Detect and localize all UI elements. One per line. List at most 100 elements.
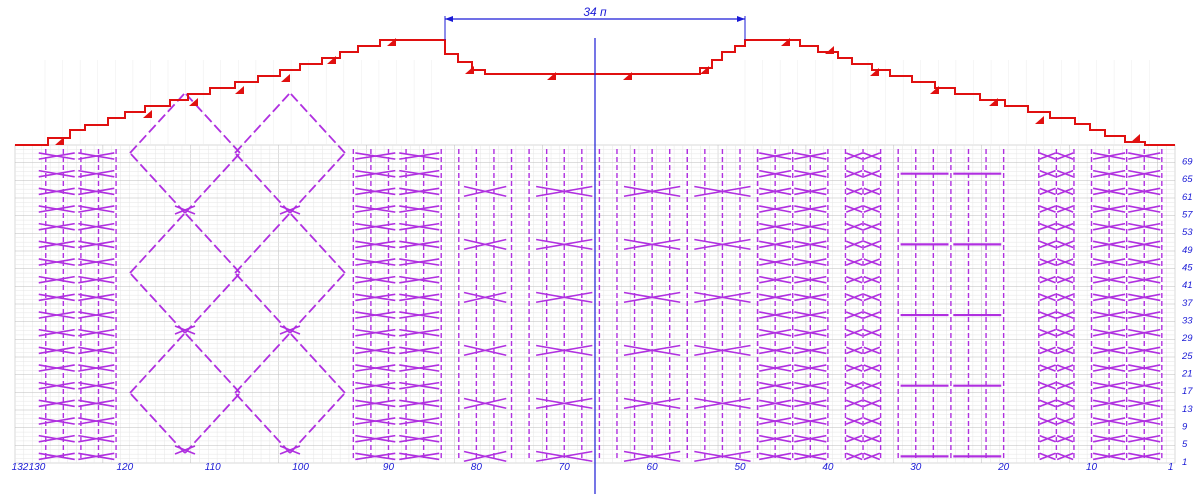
row-number-label: 13	[1182, 404, 1193, 415]
cable-cross-mark	[1092, 452, 1126, 461]
row-number-label: 49	[1182, 245, 1193, 256]
cable-cross-mark	[1039, 222, 1056, 231]
cable-cross-mark	[863, 452, 881, 461]
cable-cross-mark	[399, 240, 440, 249]
cable-cross-mark	[863, 328, 881, 337]
column-number-label: 60	[647, 462, 659, 473]
cable-cross-mark	[1128, 240, 1161, 249]
column-number-label: 30	[910, 462, 922, 473]
cable-cross-mark	[463, 344, 507, 357]
bind-off-mark	[1131, 134, 1140, 142]
cable-cross-mark	[863, 417, 881, 425]
shoulder-decrease-line	[15, 39, 1175, 146]
cable-cross-mark	[845, 346, 863, 355]
cable-cross-mark	[1092, 434, 1126, 443]
cable-cross-mark	[399, 452, 440, 461]
cable-cross-mark	[463, 238, 507, 251]
cable-cross-mark	[1092, 240, 1126, 249]
cable-cross-mark	[863, 258, 881, 266]
row-number-label: 1	[1182, 457, 1187, 468]
cable-cross-mark	[623, 185, 681, 198]
cable-cross-mark	[759, 452, 792, 461]
cable-cross-mark	[863, 187, 881, 196]
cable-cross-mark	[623, 238, 681, 251]
column-number-label: 1	[1168, 462, 1174, 473]
cable-cross-mark	[535, 238, 593, 251]
cable-cross-mark	[38, 152, 75, 160]
cable-cross-mark	[463, 185, 507, 198]
cable-cross-mark	[38, 240, 75, 249]
cable-cross-mark	[1128, 187, 1161, 196]
cable-cross-mark	[463, 291, 507, 304]
column-number-label: 110	[205, 462, 221, 473]
cable-cross-mark	[38, 169, 75, 178]
cable-cross-mark	[78, 187, 115, 196]
cable-cross-mark	[1056, 222, 1074, 231]
cable-cross-mark	[845, 240, 863, 249]
cable-cross-mark	[863, 152, 881, 160]
cable-cross-mark	[1128, 381, 1161, 390]
cable-cross-mark	[463, 397, 507, 410]
cable-cross-mark	[845, 381, 863, 390]
cable-cross-mark	[78, 328, 115, 337]
cable-cross-mark	[1039, 346, 1056, 355]
cable-cross-mark	[759, 187, 792, 196]
cable-cross-mark	[1092, 381, 1126, 390]
cable-cross-mark	[1092, 169, 1126, 178]
cable-cross-mark	[1128, 328, 1161, 337]
cable-cross-mark	[1039, 381, 1056, 390]
cable-cross-mark	[78, 417, 115, 425]
bind-off-mark	[781, 38, 790, 46]
bind-off-mark	[989, 98, 998, 106]
cable-cross-mark	[845, 328, 863, 337]
bind-off-mark	[189, 98, 198, 106]
cable-cross-mark	[1056, 399, 1074, 408]
cable-cross-mark	[1039, 205, 1056, 213]
bind-off-mark	[825, 46, 834, 54]
cable-cross-mark	[1056, 205, 1074, 213]
column-number-label: 90	[383, 462, 395, 473]
cable-cross-mark	[78, 275, 115, 284]
cable-cross-mark	[78, 169, 115, 178]
cable-pattern	[38, 92, 1163, 463]
arrow-left-icon	[445, 16, 453, 22]
row-number-label: 41	[1182, 280, 1193, 291]
cable-cross-mark	[355, 364, 396, 372]
cable-cross-mark	[1128, 152, 1161, 160]
cable-cross-mark	[1039, 169, 1056, 178]
cable-cross-mark	[1128, 275, 1161, 284]
cable-cross-mark	[355, 399, 396, 408]
cable-cross-mark	[38, 452, 75, 461]
cable-cross-mark	[38, 434, 75, 443]
cable-cross-mark	[38, 364, 75, 372]
cable-cross-mark	[1092, 205, 1126, 213]
row-number-label: 61	[1182, 192, 1193, 203]
cable-cross-mark	[78, 152, 115, 160]
cable-cross-mark	[1092, 417, 1126, 425]
cable-cross-mark	[279, 325, 301, 335]
cable-cross-mark	[694, 185, 751, 198]
cable-cross-mark	[694, 291, 751, 304]
cable-cross-mark	[1056, 293, 1074, 302]
cable-cross-mark	[1056, 240, 1074, 249]
cable-cross-mark	[1092, 311, 1126, 319]
cable-cross-mark	[863, 222, 881, 231]
cable-cross-mark	[78, 399, 115, 408]
diamond-edge	[234, 92, 291, 154]
cable-cross-mark	[355, 328, 396, 337]
cable-cross-mark	[78, 452, 115, 461]
bind-off-mark	[55, 137, 64, 145]
cable-cross-mark	[399, 311, 440, 319]
cable-cross-mark	[845, 222, 863, 231]
cable-cross-mark	[1056, 311, 1074, 319]
cable-cross-mark	[1128, 311, 1161, 319]
cable-cross-mark	[794, 328, 827, 337]
bind-off-mark	[327, 56, 336, 64]
cable-cross-mark	[38, 311, 75, 319]
cable-cross-mark	[794, 346, 827, 355]
cable-cross-mark	[355, 381, 396, 390]
column-number-label: 40	[822, 462, 834, 473]
cable-cross-mark	[845, 258, 863, 266]
row-number-label: 29	[1181, 333, 1193, 344]
row-number-label: 25	[1181, 351, 1193, 362]
